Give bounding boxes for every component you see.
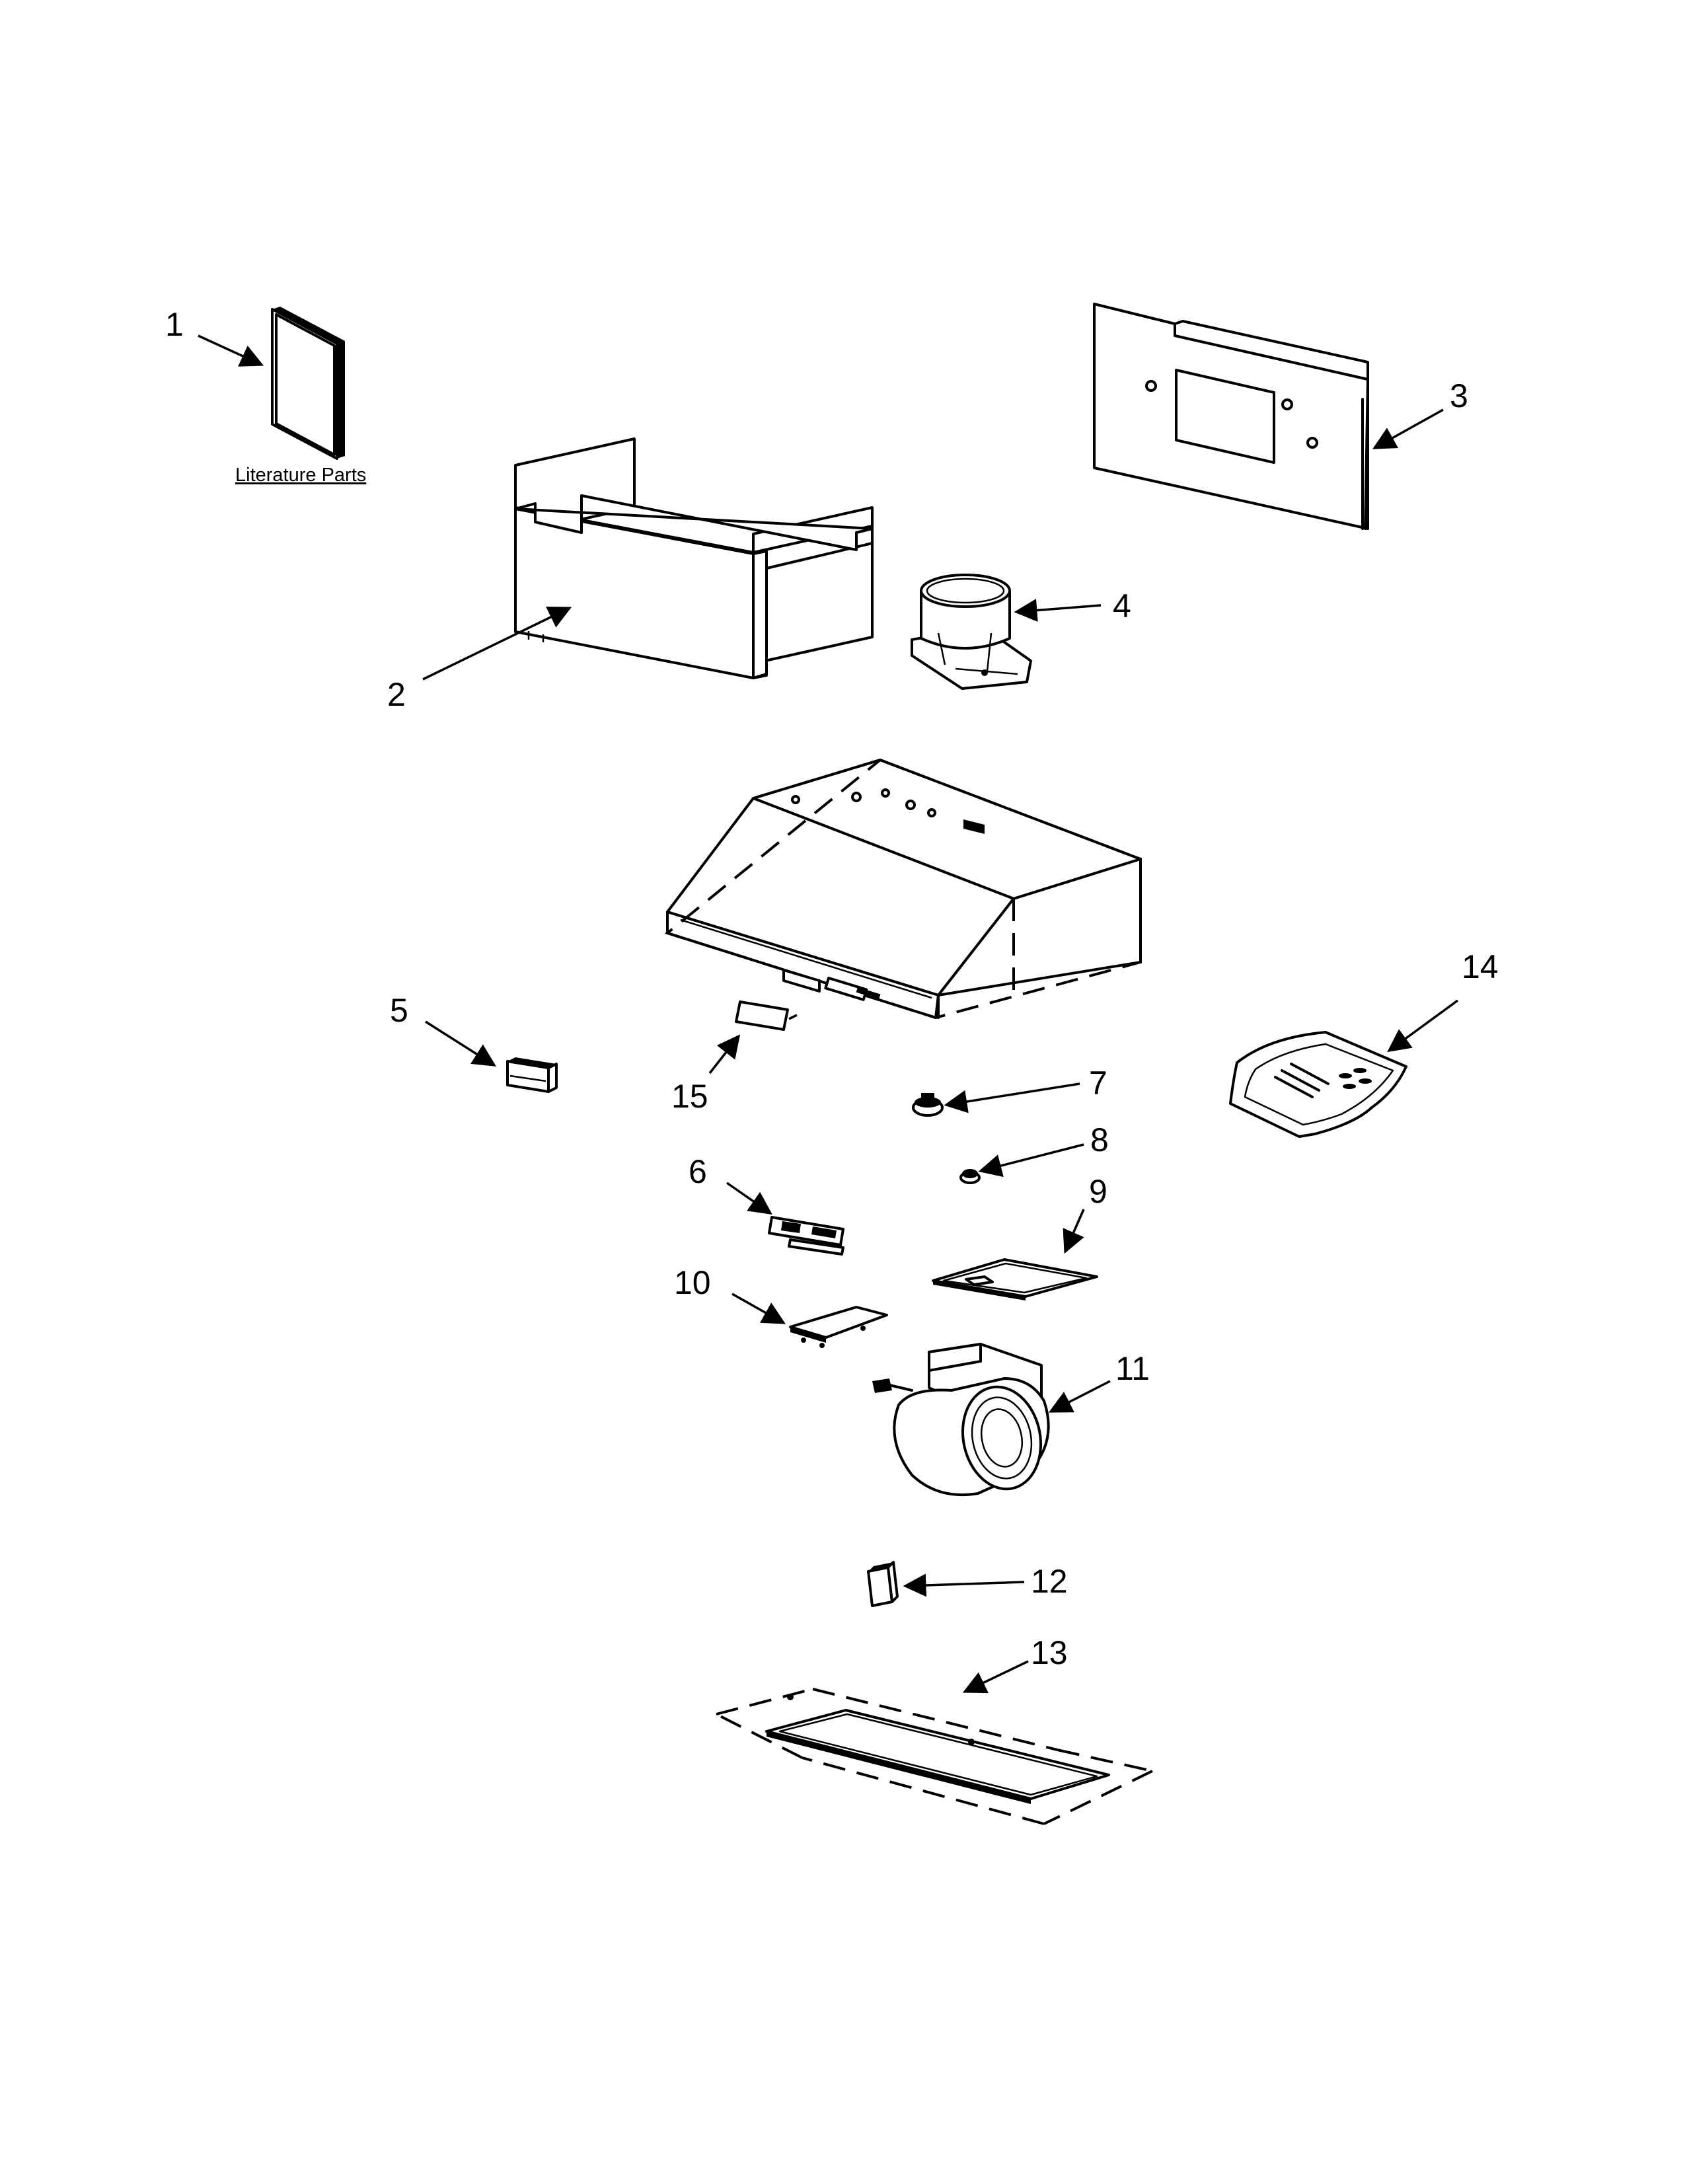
callout-15: 15 [671,1078,708,1115]
part-9-grease-filter [932,1258,1098,1300]
callout-10: 10 [674,1264,711,1301]
range-hood-body [664,758,1142,1020]
callout-12: 12 [1031,1563,1068,1600]
part-8-small-knob [959,1169,981,1184]
part-10-control-board [789,1306,888,1348]
callout-11: 11 [1115,1350,1150,1387]
part-13-bottom-panel [716,1688,1153,1825]
part-2-duct-cover [514,437,874,679]
part-12-terminal-block [867,1561,899,1607]
callout-6: 6 [689,1153,707,1190]
callout-1: 1 [165,306,184,343]
callout-4: 4 [1113,587,1131,624]
part-6-switch-assembly [768,1216,844,1256]
part-4-duct-adapter [911,574,1032,690]
callout-7: 7 [1089,1065,1107,1102]
part-5-switch [506,1057,558,1093]
part-14-parts-bag [1229,1031,1407,1138]
callout-13: 13 [1031,1634,1068,1671]
part-15-label [735,1000,789,1031]
callout-8: 8 [1090,1121,1109,1158]
leader-lines [198,334,1459,1694]
callout-2: 2 [387,676,406,713]
callout-5: 5 [390,992,408,1029]
part-7-knob [912,1093,944,1117]
literature-parts-caption: Literature Parts [235,465,366,486]
part-3-mounting-plate [1093,303,1369,530]
callout-3: 3 [1450,377,1468,414]
part-11-blower-motor [872,1343,1050,1497]
callout-9: 9 [1089,1173,1107,1210]
part-1-literature-booklet [271,307,345,460]
callout-14: 14 [1462,948,1499,985]
